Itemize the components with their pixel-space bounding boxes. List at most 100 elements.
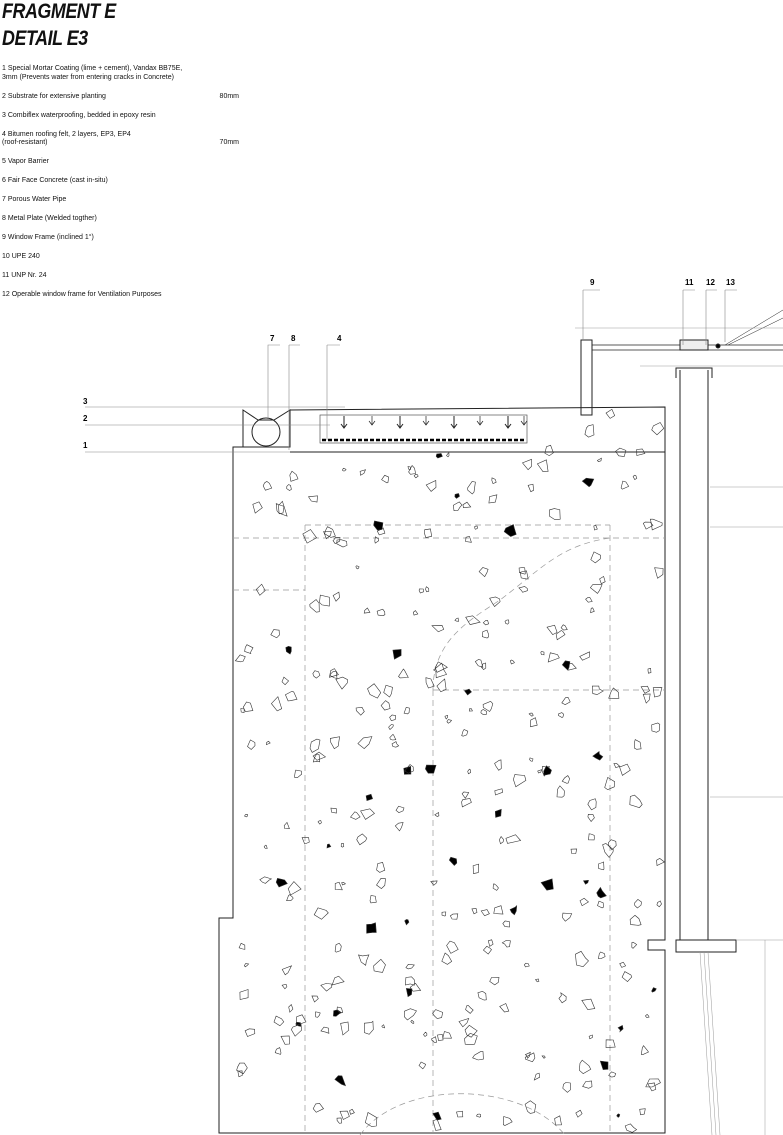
material-legend: 1 Special Mortar Coating (lime + cement)… <box>2 65 247 310</box>
aggregate-stone <box>597 900 604 909</box>
aggregate-stone <box>472 1051 484 1061</box>
legend-text: 11 UNP Nr. 24 <box>2 272 47 279</box>
aggregate-stone <box>645 1078 661 1088</box>
arrow-down-icon <box>422 416 430 426</box>
aggregate-stone <box>579 651 590 661</box>
aggregate-stone <box>405 963 415 970</box>
arrow-down-icon <box>520 416 528 426</box>
aggregate-stone <box>523 962 530 968</box>
aggregate-stone <box>294 769 303 778</box>
aggregate-stone <box>380 700 391 711</box>
opening-line <box>724 309 783 346</box>
aggregate-stone <box>605 1039 616 1048</box>
callout-3: 3 <box>83 397 88 406</box>
aggregate-stone <box>309 599 320 613</box>
aggregate-stone <box>605 408 616 419</box>
aggregate-stone <box>430 880 438 886</box>
aggregate-stone <box>544 444 554 457</box>
aggregate-stone <box>619 763 631 776</box>
aggregate-stone <box>491 477 497 485</box>
aggregate-stone <box>458 1018 470 1028</box>
aggregate-stone <box>275 503 285 515</box>
aggregate-stone <box>271 696 283 712</box>
aggregate-stone <box>489 977 500 986</box>
aggregate-stone <box>537 769 543 774</box>
aggregate-stone <box>468 708 473 712</box>
callout-7: 7 <box>270 334 275 343</box>
aggregate-stone <box>584 424 595 438</box>
aggregate-stone <box>524 1051 531 1059</box>
aggregate-stone <box>332 591 340 602</box>
aggregate-stone <box>656 858 665 866</box>
aggregate-stone <box>518 567 526 575</box>
aggregate-stone <box>474 525 478 530</box>
aggregate-stone <box>377 527 386 536</box>
aggregate-stone <box>607 839 617 851</box>
aggregate-stone <box>432 1009 444 1019</box>
aggregate-stone <box>335 676 348 690</box>
aggregate-stone <box>488 494 498 504</box>
aggregate-stone <box>533 1072 541 1081</box>
aggregate-stone <box>446 452 450 458</box>
unp-beam <box>679 339 709 351</box>
legend-text: 1 Special Mortar Coating (lime + cement)… <box>2 65 183 72</box>
aggregate-stone <box>407 466 412 470</box>
aggregate-stone <box>589 584 603 594</box>
aggregate-stone <box>425 677 435 689</box>
aggregate-stone <box>554 1115 562 1126</box>
aggregate-stone <box>558 712 565 718</box>
aggregate-stone <box>320 1026 330 1034</box>
aggregate-stone <box>478 567 489 578</box>
aggregate-stone <box>350 811 361 820</box>
aggregate-stone <box>364 1020 374 1035</box>
drainage-arrows <box>340 416 528 429</box>
aggregate-stone <box>640 685 650 694</box>
aggregate-stone <box>560 624 568 631</box>
aggregate-stone <box>383 684 393 698</box>
aggregate-stone <box>452 501 463 512</box>
aggregate-stone <box>334 1075 347 1087</box>
aggregate-stone <box>355 706 365 716</box>
callout-8: 8 <box>291 334 296 343</box>
aggregate-stone <box>604 776 616 791</box>
aggregate-stone <box>270 629 280 639</box>
aggregate-stone <box>474 659 484 668</box>
aggregate-stone <box>431 1036 437 1043</box>
aggregate-stone <box>613 763 621 768</box>
aggregate-stone <box>541 766 550 777</box>
arrow-down-icon <box>476 416 484 426</box>
aggregate-stone <box>647 668 652 674</box>
aggregate-stone <box>280 1035 290 1045</box>
aggregate-stone <box>285 691 298 702</box>
aggregate-stone <box>534 978 540 983</box>
callout-13: 13 <box>726 278 735 287</box>
aggregate-stone <box>238 942 246 950</box>
aggregate-stone <box>530 717 538 728</box>
callout-12: 12 <box>706 278 715 287</box>
aggregate-stone <box>392 649 402 660</box>
aggregate-stone <box>634 899 642 909</box>
aggregate-stone <box>359 469 367 476</box>
legend-item: 4 Bitumen roofing felt, 2 layers, EP3, E… <box>2 131 247 148</box>
callout-9: 9 <box>590 278 595 287</box>
aggregate-stone <box>509 659 515 665</box>
aggregate-stone <box>349 1108 355 1115</box>
aggregate-stone <box>467 481 476 495</box>
callout-1: 1 <box>83 441 88 450</box>
aggregate-stone <box>342 467 347 472</box>
aggregate-stone <box>340 843 345 848</box>
aggregate-stone <box>373 520 384 531</box>
aggregate-stone <box>461 791 470 799</box>
aggregate-stone <box>409 982 422 992</box>
aggregate-stone <box>289 470 299 482</box>
aggregate-stone <box>312 670 321 679</box>
aggregate-stone <box>410 1019 415 1024</box>
column-base <box>675 939 737 953</box>
aggregate-stone <box>647 1082 657 1092</box>
aggregate-stone <box>339 1110 350 1120</box>
aggregate-stone <box>247 739 256 750</box>
aggregate-stone <box>363 607 371 614</box>
aggregate-stone <box>585 597 593 603</box>
aggregate-stone <box>616 1113 621 1118</box>
aggregate-stone <box>334 881 343 891</box>
